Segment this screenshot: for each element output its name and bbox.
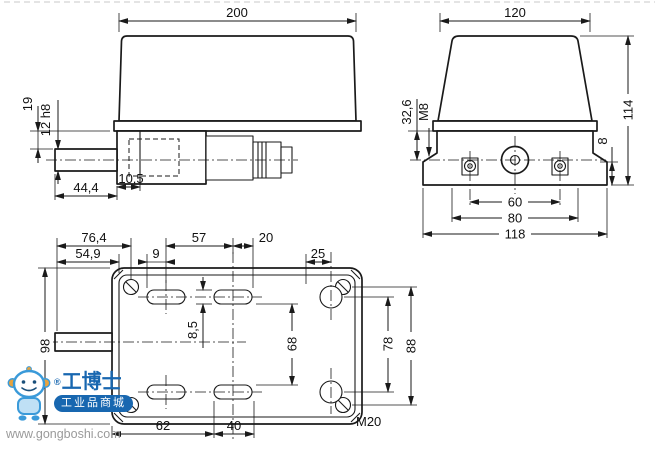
plan-plate-inner (118, 274, 356, 418)
dim-base-width: 118 (505, 227, 526, 242)
front-body-middle (205, 135, 254, 181)
dim-25: 25 (311, 246, 325, 261)
plan-centerlines (47, 252, 332, 440)
dim-9: 9 (152, 246, 159, 261)
side-extension-lines (408, 13, 634, 238)
watermark-logo-row: ®工博士 工业品商城 (6, 366, 152, 424)
front-view: 200 19 12 h8 44,4 10,5 (20, 5, 362, 200)
dim-8-5: 8,5 (185, 321, 200, 339)
dim-gland-thread: M20 (356, 414, 381, 429)
side-dimensions: 120 32,6 M8 114 8 60 80 118 (399, 5, 636, 242)
side-centerlines (410, 136, 606, 206)
dim-76-4: 76,4 (81, 230, 106, 245)
dim-98: 98 (38, 339, 53, 353)
dim-57: 57 (192, 230, 206, 245)
dim-62: 62 (156, 418, 170, 433)
dim-78: 78 (381, 337, 396, 351)
dim-shaft-diameter: 12 h8 (38, 104, 53, 137)
watermark: ®工博士 工业品商城 www.gongboshi.com (6, 366, 152, 441)
watermark-text-block: ®工博士 工业品商城 (54, 366, 133, 412)
dim-foot-height: 8 (595, 137, 610, 144)
watermark-brand: ®工博士 (54, 372, 133, 392)
front-cover-rim (113, 120, 362, 132)
dim-88: 88 (404, 339, 419, 353)
dim-side-width: 120 (504, 5, 526, 20)
dim-shaft-height-offset: 19 (20, 97, 35, 111)
side-view: 120 32,6 M8 114 8 60 80 118 (399, 5, 636, 242)
watermark-url: www.gongboshi.com (6, 427, 121, 441)
plan-dimensions: 76,4 57 20 54,9 9 25 98 78 88 8,5 (37, 230, 419, 437)
dim-front-width: 200 (226, 5, 248, 20)
dim-flange-offset: 10,5 (118, 171, 143, 186)
dim-mounting-thread: M8 (416, 103, 431, 121)
dim-overall-height: 114 (621, 100, 636, 121)
dim-center-height: 32,6 (399, 99, 414, 124)
dim-slot-spacing: 80 (508, 211, 522, 226)
mascot-logo-icon (7, 366, 51, 421)
side-cover-outline (437, 35, 593, 122)
front-cover-outline (118, 35, 357, 122)
dim-68: 68 (285, 337, 300, 351)
dim-shaft-length: 44,4 (73, 180, 98, 195)
brand-name: 工博士 (61, 371, 122, 393)
dim-hole-spacing: 60 (508, 195, 522, 210)
registered-mark: ® (54, 377, 61, 387)
dim-54-9: 54,9 (75, 246, 100, 261)
dim-20: 20 (259, 230, 273, 245)
front-dimensions: 200 19 12 h8 44,4 10,5 (20, 5, 357, 199)
watermark-tagline-badge: 工业品商城 (54, 395, 133, 412)
plan-view: 76,4 57 20 54,9 9 25 98 78 88 8,5 (37, 230, 419, 440)
corner-chamfers (113, 269, 361, 423)
front-body-hidden-detail (128, 138, 180, 177)
dim-40: 40 (227, 418, 241, 433)
front-body (116, 130, 207, 185)
plan-shaft (54, 332, 113, 352)
side-cover-rim (432, 120, 598, 132)
